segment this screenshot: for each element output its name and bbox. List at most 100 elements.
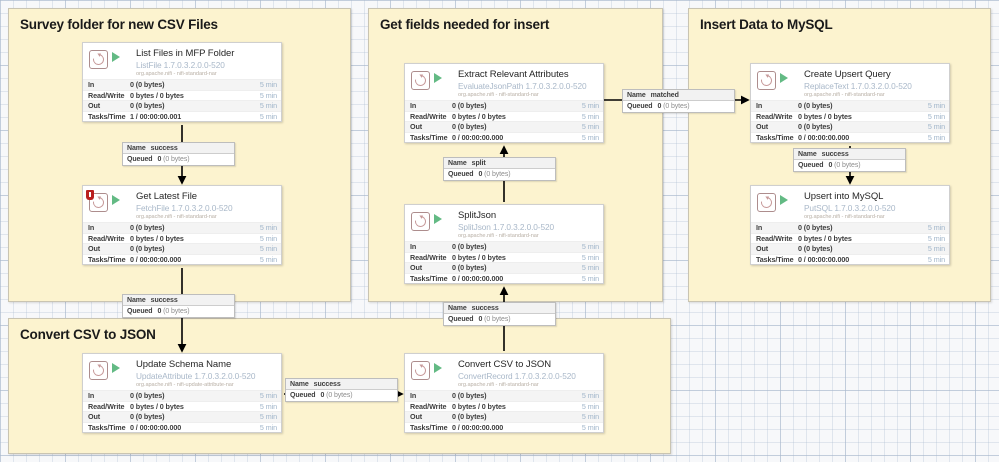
- connection-queued-count: 0: [157, 156, 162, 163]
- processor-bundle: org.apache.nifi - nifi-standard-nar: [458, 232, 539, 239]
- stat-label: Read/Write: [410, 401, 447, 411]
- run-status-play-icon: [780, 73, 801, 83]
- processor-type: ReplaceText 1.7.0.3.2.0.0-520: [804, 80, 912, 91]
- stat-label: Out: [410, 122, 423, 132]
- processor-type-icon: [410, 360, 433, 383]
- connection-queued-value: 0 (0 bytes): [320, 392, 352, 399]
- connection-relationship: success: [150, 144, 178, 152]
- processor-type-icon: [410, 70, 433, 93]
- stat-value-text: 0 (0 bytes): [452, 242, 487, 252]
- connection-queued-size: (0 bytes): [163, 156, 190, 163]
- bulletin-warning-icon[interactable]: [86, 190, 94, 200]
- stat-value-text: 0 bytes / 0 bytes: [452, 252, 506, 262]
- connection-queued-size: (0 bytes): [163, 308, 190, 315]
- stat-value: 0 (0 bytes): [452, 122, 582, 131]
- connection-relationship: success: [821, 150, 849, 158]
- stat-value-text: 0 bytes / 0 bytes: [798, 111, 852, 121]
- stat-time: 5 min: [927, 122, 945, 132]
- stat-value-text: 0 (0 bytes): [452, 122, 487, 132]
- processor-bundle: org.apache.nifi - nifi-standard-nar: [458, 91, 539, 98]
- connection-name-key: Name: [448, 159, 467, 167]
- connection-relationship: split: [471, 159, 486, 167]
- stat-time: 5 min: [259, 422, 277, 432]
- connection-queued-key: Queued: [798, 162, 824, 169]
- connection-queued-value: 0 (0 bytes): [657, 103, 689, 110]
- stat-label: Tasks/Time: [410, 422, 448, 432]
- stat-value: 0 bytes / 0 bytes: [130, 402, 260, 411]
- stat-time: 5 min: [927, 101, 945, 111]
- processor-name: SplitJson: [458, 210, 497, 221]
- stat-value: 0 (0 bytes): [452, 391, 582, 400]
- connection-queued-count: 0: [320, 392, 325, 399]
- stat-label: In: [410, 101, 417, 111]
- connection-relationship: success: [150, 296, 178, 304]
- processor-name: Create Upsert Query: [804, 69, 891, 80]
- connection-queued-count: 0: [478, 316, 483, 323]
- stat-label: In: [756, 101, 763, 111]
- process-group-title: Insert Data to MySQL: [700, 17, 833, 32]
- processor-name: Extract Relevant Attributes: [458, 69, 569, 80]
- connection-queued-count: 0: [157, 308, 162, 315]
- stat-value-text: 0 / 00:00:00.000: [452, 273, 504, 283]
- stat-value-text: 0 bytes / 0 bytes: [130, 401, 184, 411]
- stat-value-text: 0 bytes / 0 bytes: [130, 233, 184, 243]
- connection-queued-size: (0 bytes): [834, 162, 861, 169]
- run-status-play-icon: [434, 214, 455, 224]
- connection-queued-value: 0 (0 bytes): [828, 162, 860, 169]
- stat-time: 5 min: [927, 254, 945, 264]
- connection-name-key: Name: [798, 150, 817, 158]
- stat-value: 0 / 00:00:00.000: [452, 423, 582, 432]
- processor-type-icon: [88, 49, 111, 72]
- connection-queued-value: 0 (0 bytes): [157, 156, 189, 163]
- processor-type: FetchFile 1.7.0.3.2.0.0-520: [136, 202, 233, 213]
- connection-relationship: matched: [650, 91, 679, 99]
- stat-time: 5 min: [259, 80, 277, 90]
- connection-relationship: success: [471, 304, 499, 312]
- connection-queued-count: 0: [828, 162, 833, 169]
- stat-value: 0 / 00:00:00.000: [798, 133, 928, 142]
- stat-time: 5 min: [259, 391, 277, 401]
- run-status-play-icon: [434, 73, 455, 83]
- stat-label: Tasks/Time: [88, 422, 126, 432]
- processor-type: SplitJson 1.7.0.3.2.0.0-520: [458, 221, 555, 232]
- stat-time: 5 min: [259, 254, 277, 264]
- connection-queued-key: Queued: [627, 103, 653, 110]
- stat-label: In: [88, 391, 95, 401]
